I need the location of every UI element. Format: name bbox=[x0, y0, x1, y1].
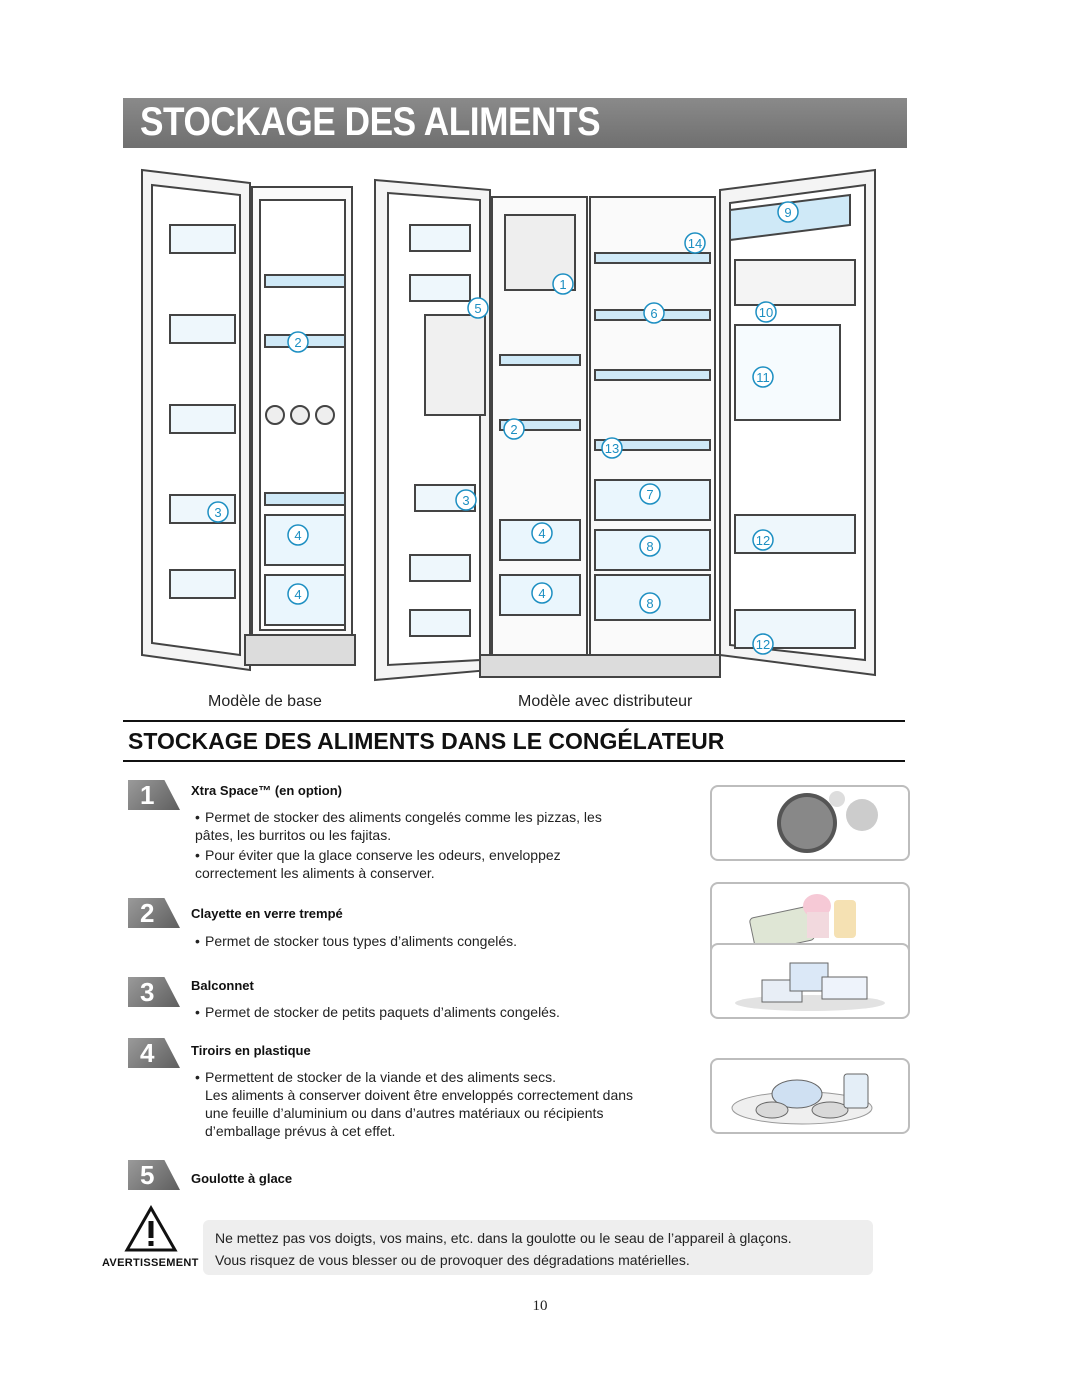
bullet-text: •Permet de stocker des aliments congelés… bbox=[195, 809, 602, 843]
callout-label: 8 bbox=[646, 596, 653, 611]
callout-label: 12 bbox=[756, 533, 770, 548]
callout-label: 12 bbox=[756, 637, 770, 652]
dispenser-model-fridge bbox=[374, 168, 876, 682]
callout-label: 4 bbox=[294, 528, 301, 543]
callout-label: 4 bbox=[294, 587, 301, 602]
bullet-continuation: Les aliments à conserver doivent être en… bbox=[205, 1087, 634, 1139]
callout-label: 1 bbox=[559, 277, 566, 292]
item-number: 3 bbox=[128, 977, 180, 1007]
callout-label: 5 bbox=[474, 301, 481, 316]
warning-text-line2: Vous risquez de vous blesser ou de provo… bbox=[215, 1252, 690, 1268]
fridge-illustration: 2 3 4 4 1 2 3 4 4 5 6 7 8 8 9 10 11 12 1… bbox=[141, 168, 876, 682]
callout-label: 14 bbox=[688, 236, 702, 251]
warning-text-line1: Ne mettez pas vos doigts, vos mains, etc… bbox=[215, 1230, 792, 1246]
callout-label: 2 bbox=[510, 422, 517, 437]
basic-model-fridge bbox=[141, 168, 356, 672]
item-number: 5 bbox=[128, 1160, 180, 1190]
item-number: 4 bbox=[128, 1038, 180, 1068]
callout-label: 8 bbox=[646, 539, 653, 554]
meat-dry-food-image bbox=[710, 1058, 910, 1134]
bullet-text: •Permet de stocker tous types d’aliments… bbox=[195, 933, 518, 949]
callout-label: 11 bbox=[756, 370, 770, 385]
small-packets-image bbox=[710, 943, 910, 1019]
caption-basic-model: Modèle de base bbox=[208, 693, 322, 710]
callout-label: 13 bbox=[605, 441, 619, 456]
callout-label: 3 bbox=[462, 493, 469, 508]
item-title: Xtra Space™ (en option) bbox=[191, 783, 342, 798]
callout-label: 9 bbox=[784, 205, 791, 220]
header-banner bbox=[123, 98, 907, 148]
callout-label: 7 bbox=[646, 487, 653, 502]
callout-label: 4 bbox=[538, 586, 545, 601]
item-title: Clayette en verre trempé bbox=[191, 906, 343, 921]
caption-dispenser-model: Modèle avec distributeur bbox=[518, 693, 693, 710]
callout-label: 10 bbox=[759, 305, 773, 320]
warning-box bbox=[203, 1220, 873, 1275]
callout-label: 3 bbox=[214, 505, 221, 520]
page-title: STOCKAGE DES ALIMENTS bbox=[140, 100, 601, 144]
page-number: 10 bbox=[532, 1298, 548, 1314]
item-title: Tiroirs en plastique bbox=[191, 1043, 311, 1058]
callout-label: 6 bbox=[650, 306, 657, 321]
section-rule-bottom bbox=[123, 760, 905, 762]
callout-badges bbox=[207, 201, 799, 655]
item-number: 1 bbox=[128, 780, 180, 810]
section-title: STOCKAGE DES ALIMENTS DANS LE CONGÉLATEU… bbox=[128, 728, 725, 754]
callout-label: 4 bbox=[538, 526, 545, 541]
warning-icon bbox=[124, 1205, 178, 1252]
section-rule-top bbox=[123, 720, 905, 722]
bullet-text: •Pour éviter que la glace conserve les o… bbox=[195, 847, 561, 881]
item-title: Goulotte à glace bbox=[191, 1171, 293, 1186]
bullet-text: •Permet de stocker de petits paquets d’a… bbox=[195, 1004, 560, 1020]
item-number: 2 bbox=[128, 898, 180, 928]
bullet-text: •Permettent de stocker de la viande et d… bbox=[195, 1069, 556, 1085]
callout-label: 2 bbox=[294, 335, 301, 350]
warning-label: AVERTISSEMENT bbox=[102, 1257, 199, 1269]
frozen-pizza-image bbox=[710, 785, 910, 861]
item-title: Balconnet bbox=[191, 978, 254, 993]
